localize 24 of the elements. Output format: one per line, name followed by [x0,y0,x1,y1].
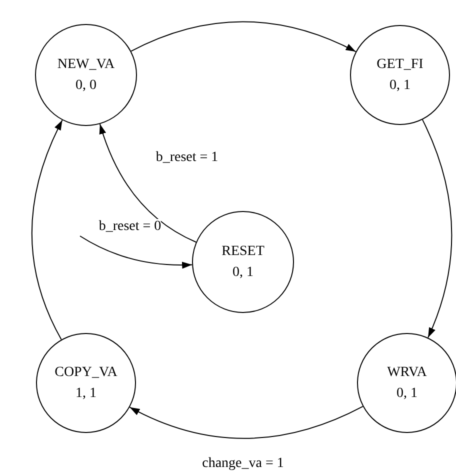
state-output: 0, 1 [390,77,410,95]
state-output: 1, 1 [76,385,96,403]
state-output: 0, 1 [232,264,254,282]
state-output: 0, 1 [396,385,418,403]
state-name: NEW_VA [57,56,115,74]
state-circle [350,25,450,125]
state-circle [35,24,137,126]
arrow [99,124,197,243]
edge-label: change_va = 1 [202,456,284,472]
arrow [129,406,364,439]
state-name: RESET [222,243,264,261]
state-output: 0, 0 [76,77,96,95]
state-name: WRVA [387,364,427,382]
arrow [422,119,452,338]
arrow [130,21,356,52]
edge-label: b_reset = 1 [156,150,218,166]
state-name: COPY_VA [54,364,118,382]
state-circle [192,211,294,313]
state-name: GET_FI [376,56,424,74]
arrow [31,120,63,340]
state-circle [36,333,136,433]
edge-label: b_reset = 0 [98,219,162,235]
arrow [80,236,193,268]
state-circle [357,333,456,433]
